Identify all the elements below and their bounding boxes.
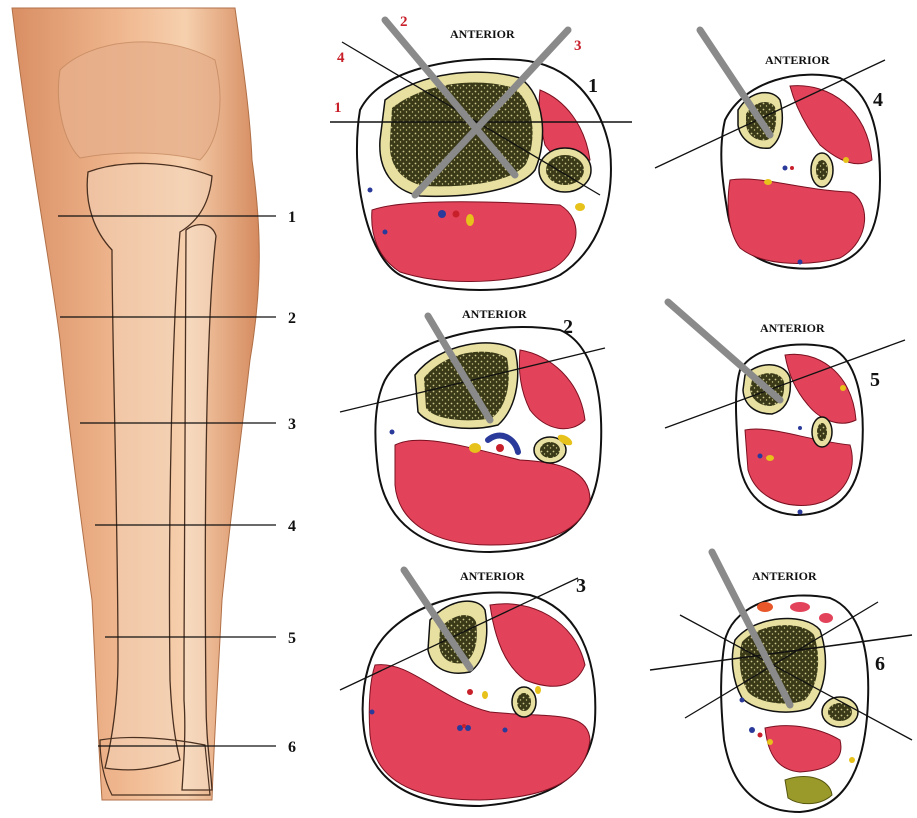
level-label-3: 3 [288,416,296,433]
vein-dot [798,510,803,515]
vein-dot [383,230,388,235]
vein-dot [798,260,803,265]
trajectory-label-1: 1 [334,100,342,116]
section-number: 5 [870,369,880,391]
level-label-2: 2 [288,310,296,327]
anterior-label: ANTERIOR [462,307,527,321]
tendon-dot [757,602,773,612]
nerve-dot [575,203,585,211]
section-number: 3 [576,575,586,597]
fibula-marrow [517,693,531,711]
nerve-dot [482,691,488,699]
nerve-dot [849,757,855,763]
knee-shading [58,42,220,160]
section-number: 2 [563,316,573,338]
cross-section-6: ANTERIOR 6 [650,552,912,812]
tendon-dot [819,613,833,623]
vein-dot [390,430,395,435]
nerve-dot [535,686,541,694]
trajectory-label-3: 3 [574,38,582,54]
nerve-dot [764,179,772,185]
cross-section-2: ANTERIOR 2 [340,307,605,552]
anterior-label: ANTERIOR [752,569,817,583]
anterior-label: ANTERIOR [760,321,825,335]
artery-dot [453,211,460,218]
vein-dot [749,727,755,733]
artery-dot [467,689,473,695]
nerve-dot [466,214,474,226]
cross-section-4: ANTERIOR 4 [655,30,885,269]
vein-dot [438,210,446,218]
vein-dot [503,728,508,733]
anterior-label: ANTERIOR [765,53,830,67]
vein-dot [798,426,802,430]
muscle-posterior [728,179,864,263]
fibula-marrow [546,155,584,185]
nerve-dot [843,157,849,163]
nerve-dot [766,455,774,461]
fibula-marrow [817,423,827,441]
leg-illustration: 1 2 3 4 5 6 [12,8,296,800]
artery-dot [758,733,763,738]
section-number: 6 [875,653,885,675]
vein-dot [740,698,745,703]
level-label-6: 6 [288,739,296,756]
vein-dot [368,188,373,193]
trajectory-label-2: 2 [400,14,408,30]
section-number: 4 [873,89,883,111]
nerve-dot [469,443,481,453]
fibula-marrow [540,442,560,458]
cross-section-3: ANTERIOR 3 [340,569,595,806]
nerve-dot [767,739,773,745]
vein-dot [783,166,788,171]
artery-dot [462,724,466,728]
vein-dot [758,454,763,459]
tendon-dot [790,602,810,612]
artery-dot [496,444,504,452]
level-label-5: 5 [288,630,296,647]
muscle-posterior [372,202,576,282]
cross-section-5: ANTERIOR 5 [665,302,905,515]
trajectory-label-4: 4 [337,50,345,66]
artery-dot [790,166,794,170]
cross-section-1: 2 3 4 1 ANTERIOR 1 [330,14,632,290]
level-label-1: 1 [288,209,296,226]
anterior-label: ANTERIOR [460,569,525,583]
nerve-dot [840,385,846,391]
vein-dot [370,710,375,715]
anterior-label: ANTERIOR [450,27,515,41]
fibula-marrow [816,160,828,180]
level-label-4: 4 [288,518,296,535]
section-number: 1 [588,75,598,97]
